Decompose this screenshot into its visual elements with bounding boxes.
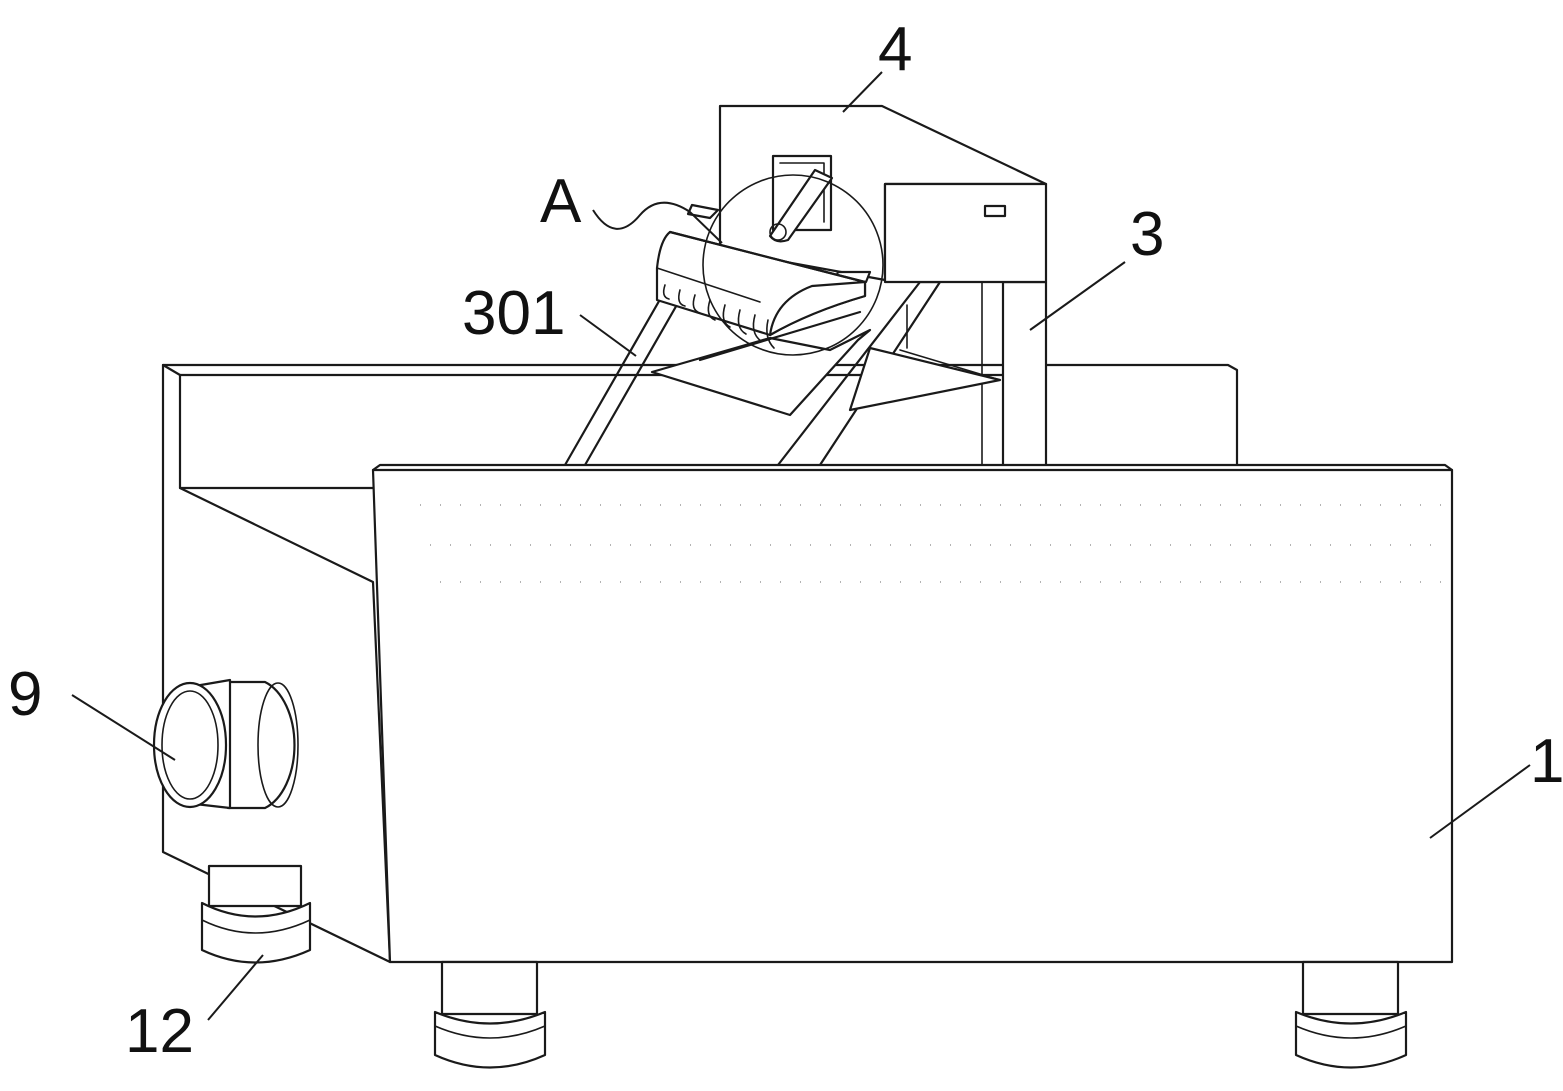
- label-body: 1: [1530, 727, 1563, 796]
- label-hopper: 4: [878, 15, 912, 84]
- label-guide-frame: 301: [462, 279, 565, 348]
- brush-bristles: [662, 284, 775, 349]
- detail-circle-a: [702, 174, 884, 356]
- leader-lines: [71, 71, 1531, 1021]
- label-detail-a: A: [540, 167, 582, 236]
- brush-roller: [655, 168, 884, 356]
- label-support: 3: [1130, 200, 1164, 269]
- label-foot: 12: [125, 997, 194, 1066]
- front-left-foot: [433, 960, 547, 1069]
- left-rear-foot: [200, 864, 312, 964]
- front-right-foot: [1294, 960, 1408, 1069]
- outlet-pipe: [152, 678, 299, 810]
- connecting-rod: [768, 168, 834, 243]
- label-outlet: 9: [8, 660, 42, 729]
- main-body: [371, 463, 1454, 964]
